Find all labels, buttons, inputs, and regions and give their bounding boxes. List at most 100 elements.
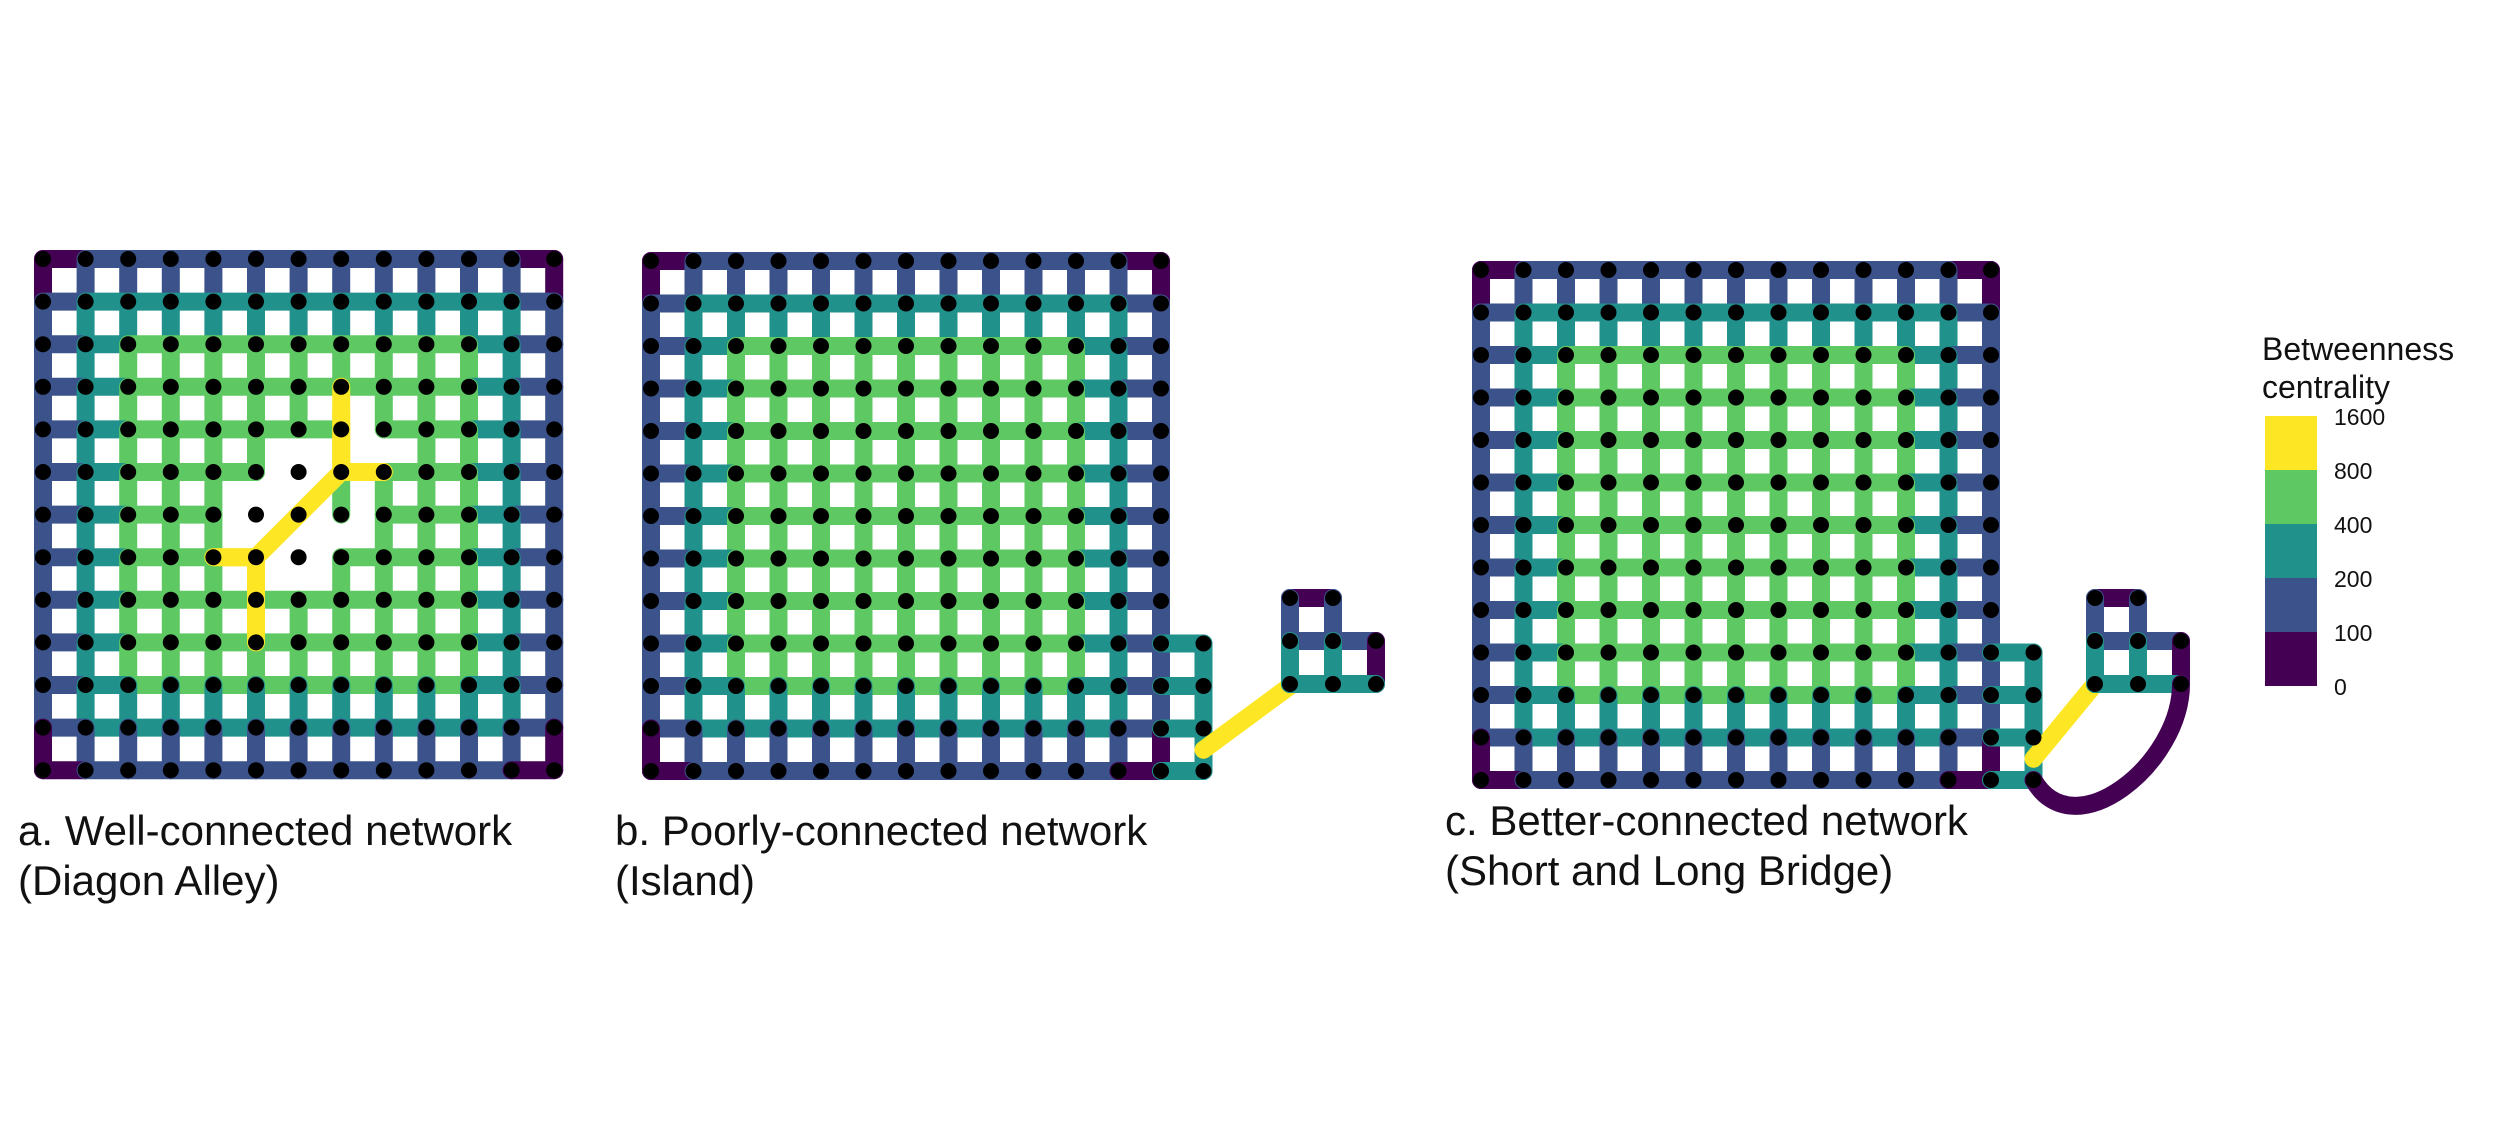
- network-node: [685, 720, 702, 737]
- network-node: [643, 508, 659, 524]
- network-node: [375, 677, 392, 693]
- panel-b-subtitle: (Island): [615, 857, 756, 904]
- network-node: [1770, 644, 1787, 661]
- network-node: [418, 634, 435, 651]
- network-node: [2025, 772, 2042, 788]
- network-node: [1600, 602, 1617, 618]
- network-node: [898, 338, 914, 354]
- network-node: [546, 251, 563, 267]
- network-node: [418, 293, 435, 310]
- network-node: [940, 678, 957, 694]
- legend-tick-label: 0: [2334, 674, 2347, 700]
- network-node: [1983, 729, 1999, 746]
- network-node: [290, 762, 307, 779]
- network-node: [1728, 772, 1744, 788]
- network-node: [120, 251, 137, 267]
- network-node: [2130, 633, 2146, 649]
- network-node: [1983, 347, 1999, 363]
- network-node: [120, 421, 137, 438]
- network-node: [2173, 676, 2189, 692]
- network-node: [205, 336, 222, 353]
- network-node: [1728, 432, 1744, 448]
- network-node: [1068, 338, 1084, 354]
- network-node: [1110, 720, 1127, 737]
- network-node: [1153, 763, 1169, 779]
- network-node: [333, 421, 350, 438]
- network-node: [503, 677, 520, 693]
- network-node: [1940, 559, 1957, 576]
- network-node: [643, 593, 659, 609]
- network-node: [685, 295, 702, 312]
- network-node: [983, 338, 999, 354]
- network-node: [643, 550, 659, 567]
- network-node: [1153, 593, 1169, 609]
- network-node: [1983, 389, 1999, 406]
- network-node: [1813, 772, 1829, 788]
- network-node: [1855, 262, 1872, 278]
- network-node: [290, 293, 307, 310]
- panel-a-subtitle: (Diagon Alley): [18, 857, 280, 904]
- network-node: [290, 336, 307, 353]
- network-node: [503, 506, 520, 523]
- network-node: [1558, 262, 1574, 278]
- legend-tick-label: 200: [2334, 566, 2373, 592]
- network-node: [1983, 559, 1999, 576]
- network-node: [461, 506, 477, 523]
- network-node: [290, 251, 307, 267]
- network-node: [898, 508, 914, 524]
- network-node: [333, 293, 350, 310]
- network-node: [1600, 474, 1617, 491]
- network-node: [35, 506, 51, 523]
- network-node: [1898, 729, 1914, 746]
- network-node: [770, 593, 787, 609]
- network-node: [1325, 676, 1341, 692]
- network-node: [855, 380, 872, 397]
- legend-title-line1: Betweenness: [2262, 331, 2455, 367]
- network-node: [120, 293, 137, 310]
- network-node: [1110, 295, 1127, 312]
- network-node: [855, 593, 872, 609]
- network-node: [1770, 517, 1787, 533]
- network-node: [503, 719, 520, 736]
- network-node: [120, 336, 137, 353]
- network-node: [1473, 517, 1489, 533]
- legend-swatch: [2265, 470, 2317, 524]
- network-node: [77, 719, 94, 736]
- network-node: [1855, 432, 1872, 448]
- network-node: [1473, 729, 1489, 746]
- network-node: [248, 506, 264, 523]
- network-node: [940, 720, 957, 737]
- network-node: [1728, 687, 1744, 703]
- network-node: [1558, 644, 1574, 661]
- network-node: [728, 635, 744, 652]
- network-node: [1898, 304, 1914, 321]
- network-node: [643, 380, 659, 397]
- network-node: [503, 336, 520, 353]
- network-node: [1473, 602, 1489, 618]
- network-node: [1898, 687, 1914, 703]
- network-node: [1940, 389, 1957, 406]
- network-node: [2025, 729, 2042, 746]
- network-node: [983, 678, 999, 694]
- network-node: [1813, 474, 1829, 491]
- network-node: [1025, 295, 1042, 312]
- network-node: [1685, 262, 1702, 278]
- network-node: [940, 253, 957, 269]
- network-node: [1940, 347, 1957, 363]
- network-node: [333, 464, 350, 480]
- network-node: [1600, 687, 1617, 703]
- network-node: [418, 464, 435, 480]
- network-node: [1153, 678, 1169, 694]
- network-node: [1940, 517, 1957, 533]
- network-node: [77, 251, 94, 267]
- network-node: [290, 549, 307, 566]
- network-node: [1368, 676, 1384, 692]
- network-node: [1515, 644, 1532, 661]
- network-node: [728, 338, 744, 354]
- network-node: [813, 635, 829, 652]
- network-node: [248, 634, 264, 651]
- network-node: [248, 762, 264, 779]
- network-node: [1685, 772, 1702, 788]
- network-node: [1685, 559, 1702, 576]
